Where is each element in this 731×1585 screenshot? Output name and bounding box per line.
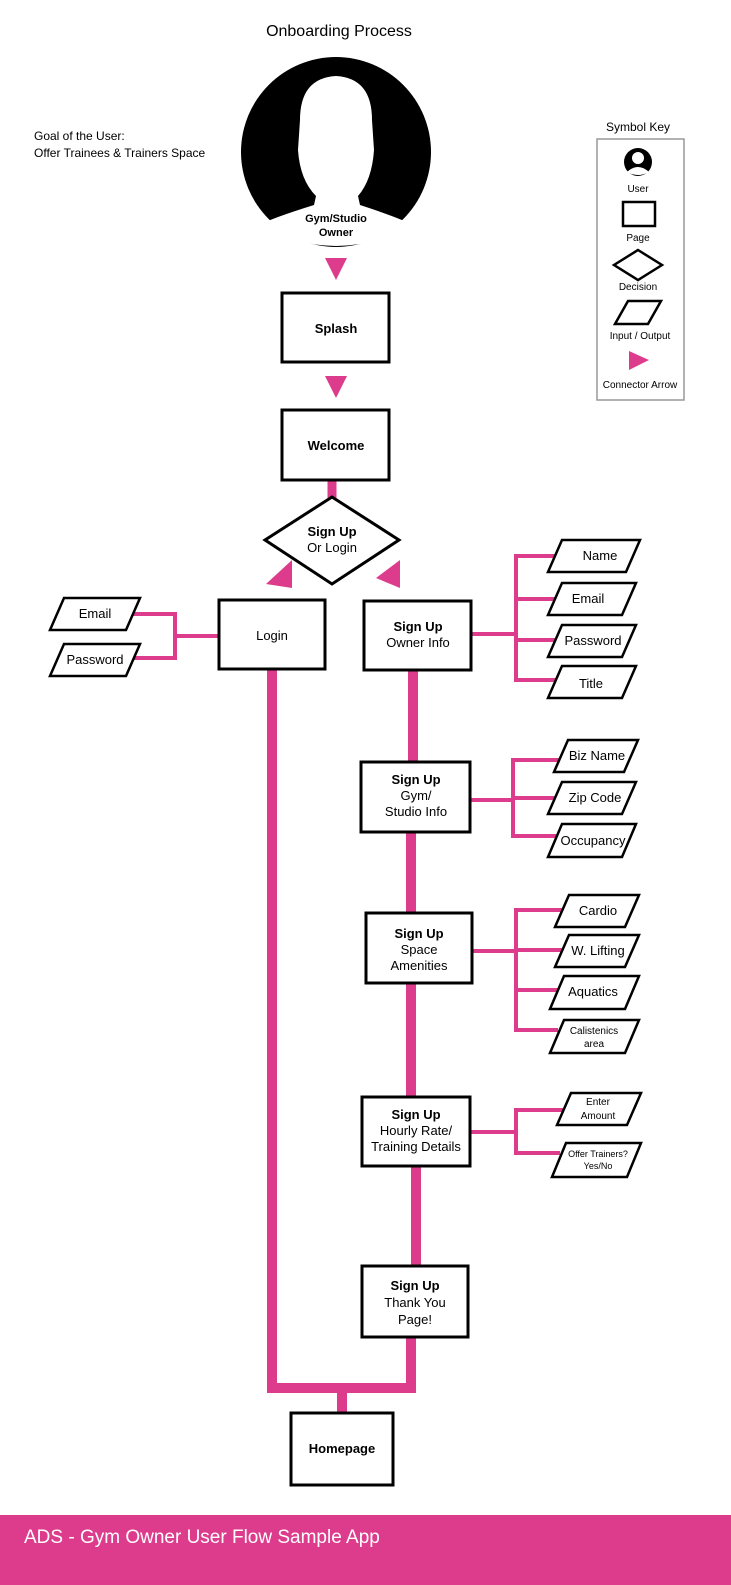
page-rate: Sign Up Hourly Rate/ Training Details: [360, 1095, 472, 1168]
svg-text:Studio Info: Studio Info: [385, 804, 447, 819]
svg-text:Space: Space: [401, 942, 438, 957]
svg-text:Amenities: Amenities: [390, 958, 448, 973]
diagram-title: Onboarding Process: [266, 23, 412, 40]
page-login: Login: [217, 598, 327, 671]
svg-text:Email: Email: [79, 606, 112, 621]
svg-text:Page: Page: [626, 233, 650, 244]
svg-text:Sign Up: Sign Up: [391, 1107, 440, 1122]
decision-signup-or-login: Sign Up Or Login: [262, 495, 402, 586]
page-gym-info: Sign Up Gym/ Studio Info: [359, 760, 472, 834]
input-password: Password: [48, 642, 142, 678]
input-name: Name: [546, 538, 642, 574]
page-splash: Splash: [280, 291, 391, 364]
svg-text:Owner Info: Owner Info: [386, 635, 450, 650]
svg-text:Login: Login: [256, 628, 288, 643]
page-thank-you: Sign Up Thank You Page!: [360, 1264, 470, 1339]
input-occupancy: Occupancy: [546, 822, 638, 859]
decision-icon: [611, 248, 665, 282]
svg-text:Yes/No: Yes/No: [584, 1161, 613, 1171]
svg-text:Enter: Enter: [586, 1097, 611, 1108]
svg-text:Input / Output: Input / Output: [610, 331, 671, 342]
svg-text:Amount: Amount: [581, 1111, 616, 1122]
input-email: Email: [546, 581, 638, 617]
footer-title: ADS - Gym Owner User Flow Sample App: [24, 1527, 380, 1548]
connector-arrow-icon: [266, 560, 292, 588]
svg-text:Name: Name: [583, 548, 618, 563]
user-icon: [241, 57, 431, 247]
user-label: Gym/Studio: [305, 213, 367, 225]
svg-text:W. Lifting: W. Lifting: [571, 943, 624, 958]
svg-text:Sign Up: Sign Up: [390, 1278, 439, 1293]
symbol-key: Symbol Key User Page Decision Input / Ou…: [596, 120, 685, 401]
input-password: Password: [546, 623, 638, 659]
svg-text:Connector Arrow: Connector Arrow: [603, 380, 678, 391]
input-biz-name: Biz Name: [552, 738, 640, 774]
page-icon: [621, 200, 657, 228]
svg-text:Splash: Splash: [315, 321, 358, 336]
page-owner-info: Sign Up Owner Info: [362, 599, 473, 672]
svg-text:Sign Up: Sign Up: [307, 524, 356, 539]
svg-text:Aquatics: Aquatics: [568, 984, 618, 999]
flow-diagram: Onboarding Process Goal of the User: Off…: [34, 23, 685, 1487]
svg-text:Biz Name: Biz Name: [569, 748, 625, 763]
input-output-icon: [612, 299, 664, 326]
footer-banner: ADS - Gym Owner User Flow Sample App: [0, 1515, 731, 1585]
svg-text:Zip Code: Zip Code: [569, 790, 622, 805]
input-cardio: Cardio: [553, 893, 641, 929]
connector-lines: [128, 480, 565, 1413]
goal-label: Goal of the User:: [34, 129, 125, 143]
symbol-key-title: Symbol Key: [606, 120, 670, 134]
input-aquatics: Aquatics: [548, 974, 641, 1011]
input-weight-lifting: W. Lifting: [553, 933, 641, 969]
input-offer-trainers: Offer Trainers? Yes/No: [550, 1141, 643, 1179]
input-email: Email: [48, 596, 142, 632]
page-homepage: Homepage: [289, 1411, 395, 1487]
connector-arrow-icon: [376, 560, 400, 588]
svg-text:Welcome: Welcome: [308, 438, 365, 453]
connector-arrow-icon: [629, 351, 649, 370]
svg-text:Email: Email: [572, 591, 605, 606]
input-title: Title: [546, 664, 638, 700]
goal-text: Offer Trainees & Trainers Space: [34, 146, 206, 160]
svg-text:Thank You: Thank You: [384, 1295, 445, 1310]
svg-text:Sign Up: Sign Up: [393, 619, 442, 634]
connector-arrow-icon: [325, 376, 347, 398]
svg-text:User: User: [627, 184, 649, 195]
input-calistenics: Calistenics area: [548, 1018, 641, 1055]
page-welcome: Welcome: [280, 408, 391, 482]
user-icon: [624, 148, 652, 176]
svg-text:Homepage: Homepage: [309, 1441, 375, 1456]
svg-text:Password: Password: [564, 633, 621, 648]
svg-text:Training Details: Training Details: [371, 1139, 461, 1154]
page-amenities: Sign Up Space Amenities: [364, 911, 474, 985]
svg-text:Cardio: Cardio: [579, 903, 617, 918]
svg-text:Offer Trainers?: Offer Trainers?: [568, 1149, 628, 1159]
svg-text:Page!: Page!: [398, 1312, 432, 1327]
svg-text:Sign Up: Sign Up: [394, 926, 443, 941]
svg-text:Sign Up: Sign Up: [391, 772, 440, 787]
svg-text:Occupancy: Occupancy: [560, 833, 626, 848]
svg-text:Title: Title: [579, 676, 603, 691]
svg-text:Password: Password: [66, 652, 123, 667]
svg-text:Or Login: Or Login: [307, 540, 357, 555]
svg-text:area: area: [584, 1039, 604, 1050]
connector-arrow-icon: [325, 258, 347, 280]
svg-text:Decision: Decision: [619, 282, 657, 293]
svg-text:Calistenics: Calistenics: [570, 1026, 618, 1037]
user-label-2: Owner: [319, 227, 354, 239]
svg-text:Gym/: Gym/: [400, 788, 431, 803]
input-zip-code: Zip Code: [546, 780, 638, 816]
svg-text:Hourly Rate/: Hourly Rate/: [380, 1123, 453, 1138]
